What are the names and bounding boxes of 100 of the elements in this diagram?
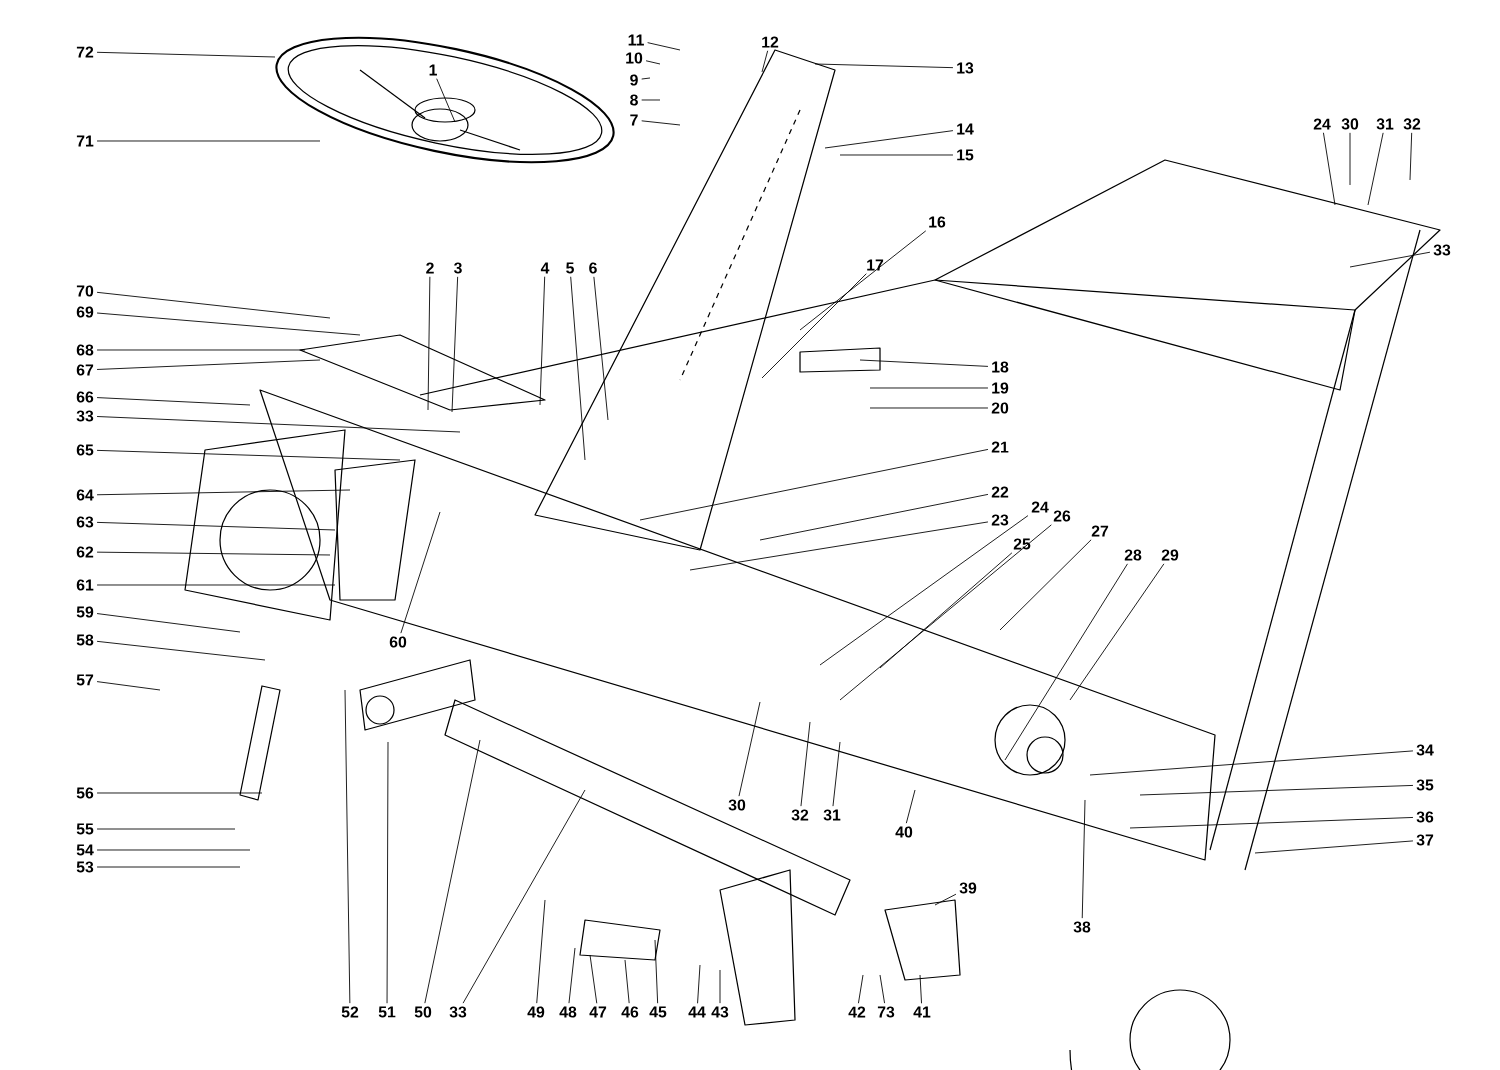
callout-number: 26 (1053, 510, 1071, 522)
leader-line (814, 63, 954, 69)
callout-number: 22 (991, 486, 1009, 498)
leader-line (96, 312, 361, 336)
callout-number: 17 (867, 259, 884, 271)
leader-line (593, 276, 609, 421)
leader-line (1089, 750, 1414, 776)
leader-line (1254, 840, 1414, 854)
callout-number: 73 (877, 1006, 895, 1018)
leader-line (462, 789, 586, 1004)
leader-line (96, 349, 306, 351)
leader-line (689, 521, 989, 571)
leader-line (1349, 132, 1351, 186)
leader-line (869, 387, 989, 389)
leader-line (451, 276, 459, 413)
callout-number: 61 (76, 579, 94, 591)
callout-number: 30 (1341, 118, 1359, 130)
leader-line (400, 511, 441, 634)
callout-number: 50 (414, 1006, 432, 1018)
callout-number: 42 (848, 1006, 866, 1018)
callout-number: 45 (649, 1006, 667, 1018)
callout-number: 33 (76, 410, 94, 422)
callout-number: 8 (630, 94, 638, 106)
callout-number: 51 (378, 1006, 396, 1018)
leader-line (934, 893, 957, 906)
callout-number: 3 (453, 262, 462, 274)
callout-number: 38 (1073, 921, 1091, 933)
callout-number: 43 (711, 1006, 729, 1018)
leader-line (738, 701, 761, 797)
leader-line (96, 291, 331, 319)
leader-line (96, 489, 351, 496)
callout-number: 58 (76, 634, 94, 646)
leader-line (96, 140, 321, 142)
leader-line (96, 584, 336, 586)
callout-number: 32 (791, 809, 809, 821)
callout-number: 70 (76, 285, 94, 297)
callout-number: 9 (630, 74, 638, 86)
leader-line (589, 954, 598, 1004)
leader-line (905, 789, 916, 824)
callout-number: 37 (1416, 834, 1434, 846)
callout-number: 63 (76, 516, 94, 528)
callout-number: 33 (449, 1006, 467, 1018)
callout-number: 72 (76, 46, 94, 58)
leader-line (999, 539, 1092, 631)
callout-number: 29 (1161, 549, 1179, 561)
leader-line (96, 551, 331, 556)
leader-line (96, 449, 401, 461)
leader-line (624, 959, 630, 1004)
callout-number: 5 (566, 262, 574, 274)
leader-line (641, 120, 681, 126)
callout-number: 14 (957, 123, 974, 135)
callout-number: 32 (1403, 118, 1421, 130)
leader-line (719, 969, 721, 1004)
leader-line (344, 689, 351, 1004)
callout-number: 27 (1091, 525, 1109, 537)
leader-line (869, 407, 989, 409)
callout-number: 62 (76, 546, 94, 558)
callout-number: 7 (630, 114, 638, 126)
leader-line (641, 77, 651, 80)
leader-line (645, 60, 661, 65)
callout-number: 24 (1031, 501, 1049, 513)
callout-number: 55 (76, 823, 94, 835)
callout-number: 28 (1124, 549, 1142, 561)
leader-line (800, 721, 811, 807)
callout-number: 65 (76, 444, 94, 456)
leader-line (424, 739, 481, 1004)
callout-number: 19 (992, 382, 1009, 394)
leader-line (859, 359, 989, 367)
callout-number: 30 (728, 799, 746, 811)
callout-number: 68 (76, 344, 94, 356)
callout-number: 49 (527, 1006, 545, 1018)
leader-line (761, 50, 769, 73)
callout-number: 20 (991, 402, 1009, 414)
leader-line (96, 359, 321, 370)
callout-number: 46 (621, 1006, 639, 1018)
callout-number: 33 (1433, 244, 1451, 256)
leader-line (1349, 251, 1431, 268)
leader-line (1004, 563, 1128, 761)
leader-line (96, 613, 241, 633)
leader-line (1323, 132, 1336, 206)
leader-line (919, 974, 922, 1004)
callout-number: 6 (589, 262, 597, 274)
callout-number: 35 (1416, 779, 1434, 791)
leader-line (536, 899, 546, 1004)
leader-line (96, 521, 336, 531)
leader-line (641, 99, 661, 101)
leader-line (1081, 799, 1086, 919)
callout-number: 1 (429, 64, 437, 76)
callout-number: 67 (76, 364, 94, 376)
leader-line (824, 130, 954, 149)
leader-line (539, 276, 546, 406)
callout-number: 54 (76, 844, 94, 856)
callout-number: 66 (76, 391, 94, 403)
leader-line (96, 397, 251, 406)
leader-line (96, 640, 266, 661)
leader-line (1139, 784, 1414, 796)
leader-line (1367, 132, 1384, 206)
callout-number: 53 (76, 861, 94, 873)
callout-number: 69 (76, 306, 94, 318)
callout-number: 21 (991, 441, 1009, 453)
